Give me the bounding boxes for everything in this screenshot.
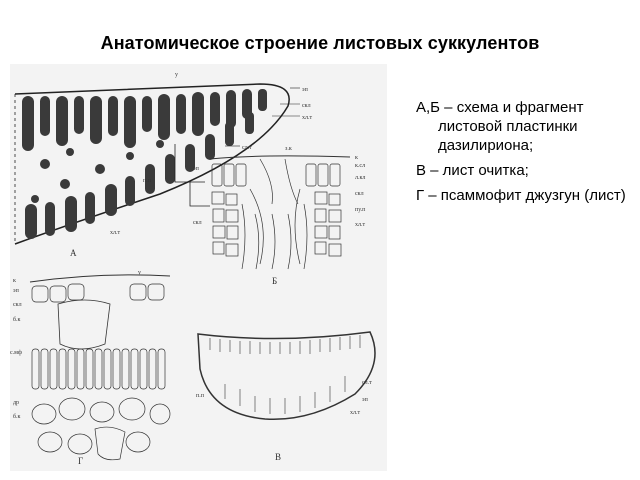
- svg-text:др: др: [13, 400, 19, 406]
- caption-item-v: В – лист очитка;: [416, 162, 529, 179]
- svg-text:А: А: [70, 248, 77, 258]
- svg-text:п.п: п.п: [143, 178, 152, 184]
- leaf-anatomy-illustration: у эп скл хл.т сл.т п.п хл.т А: [10, 72, 376, 466]
- svg-text:л.кл: л.кл: [355, 175, 365, 181]
- slide-title: Анатомическое строение листовых суккулен…: [100, 33, 540, 53]
- svg-text:б.к: б.к: [13, 413, 21, 420]
- svg-text:скл: скл: [193, 220, 202, 226]
- anatomy-figure: у эп скл хл.т сл.т п.п хл.т А: [10, 64, 387, 471]
- svg-text:Б: Б: [272, 276, 277, 286]
- svg-text:эп: эп: [13, 288, 20, 294]
- svg-text:сл.т: сл.т: [362, 380, 372, 386]
- svg-text:эп: эп: [193, 166, 200, 172]
- panel-a-scheme: [14, 83, 300, 245]
- svg-text:хл.т: хл.т: [350, 410, 360, 416]
- figure-caption: А,Б – схема и фрагмент листовой пластинк…: [416, 98, 636, 211]
- panel-b-fragment: [209, 155, 351, 270]
- svg-text:эп: эп: [362, 397, 369, 403]
- svg-text:з.к: з.к: [285, 146, 292, 152]
- svg-text:Г: Г: [78, 456, 83, 466]
- panel-v-section: [197, 331, 376, 421]
- svg-text:п.п: п.п: [196, 393, 205, 399]
- svg-text:скл: скл: [302, 103, 311, 109]
- svg-text:скл: скл: [355, 191, 364, 197]
- svg-text:хл.т: хл.т: [355, 222, 365, 228]
- svg-text:скл: скл: [13, 302, 22, 308]
- svg-text:хл.т: хл.т: [302, 115, 312, 121]
- svg-text:хл.т: хл.т: [110, 230, 120, 236]
- svg-text:к: к: [13, 278, 16, 284]
- svg-text:пу.п: пу.п: [355, 207, 366, 213]
- svg-text:сл.т: сл.т: [242, 145, 252, 151]
- svg-text:б.к: б.к: [13, 316, 21, 323]
- svg-text:у: у: [175, 72, 178, 78]
- svg-text:к.сл: к.сл: [355, 163, 365, 169]
- panel-g-section: [29, 274, 171, 461]
- svg-text:у: у: [138, 270, 141, 276]
- caption-item-g: Г – псаммофит джузгун (лист): [416, 187, 626, 204]
- svg-text:В: В: [275, 452, 281, 462]
- svg-text:к: к: [355, 155, 358, 161]
- caption-item-ab: А,Б – схема и фрагмент листовой пластинк…: [416, 99, 584, 154]
- svg-text:эп: эп: [302, 87, 309, 93]
- svg-text:с.мф: с.мф: [10, 349, 22, 356]
